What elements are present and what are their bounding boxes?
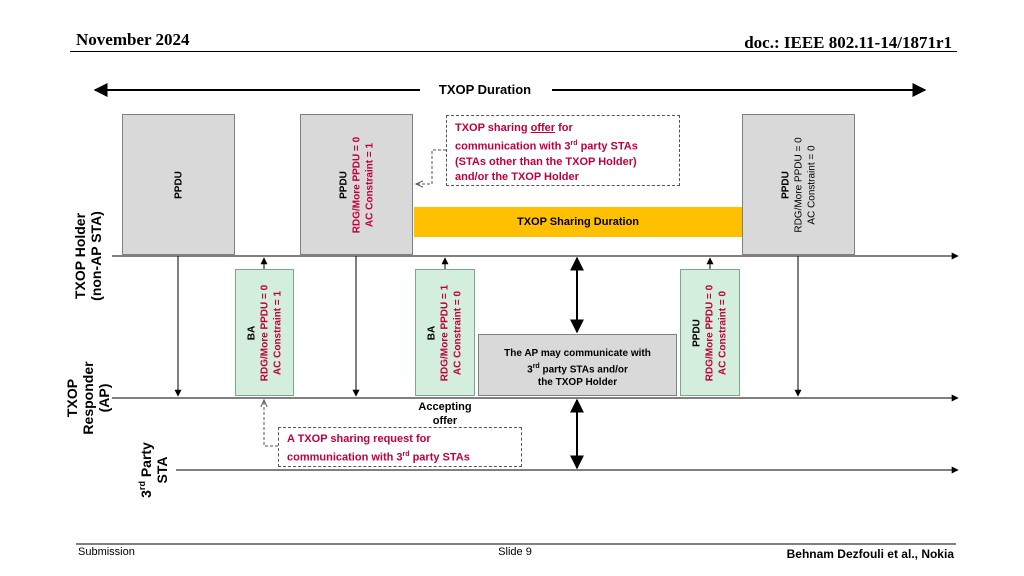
holder-ppdu-frame-2: PPDU RDG/More PPDU = 0 AC Constraint = 1: [300, 114, 413, 255]
responder-ppdu-frame: PPDU RDG/More PPDU = 0 AC Constraint = 0: [680, 269, 740, 396]
txop-sharing-duration-bar: TXOP Sharing Duration: [414, 207, 742, 237]
header-rule: [70, 51, 957, 52]
footer-submission: Submission: [78, 546, 135, 558]
txop-sharing-request-note: A TXOP sharing request for communication…: [278, 427, 522, 467]
txop-sharing-offer-note: TXOP sharing offer for communication wit…: [446, 115, 680, 186]
ap-communication-box: The AP may communicate with 3rd party ST…: [478, 334, 677, 396]
accepting-offer-label: Accepting offer: [418, 401, 472, 427]
footer-authors: Behnam Dezfouli et al., Nokia: [786, 547, 954, 561]
txop-sharing-duration-label: TXOP Sharing Duration: [516, 216, 640, 228]
offer-note-connector: [416, 149, 446, 184]
header-date: November 2024: [76, 30, 190, 49]
holder-ppdu-frame-3: PPDU RDG/More PPDU = 0 AC Constraint = 0: [742, 114, 855, 255]
txop-duration-label: TXOP Duration: [438, 82, 532, 97]
request-note-connector: [264, 400, 278, 447]
responder-ba-frame-1: BA RDG/More PPDU = 0 AC Constraint = 1: [235, 269, 294, 396]
footer-slide-number: Slide 9: [498, 546, 532, 558]
holder-ppdu-frame-1: PPDU: [122, 114, 235, 255]
responder-ba-frame-2: BA RDG/More PPDU = 1 AC Constraint = 0: [415, 269, 475, 396]
header-doc-id: doc.: IEEE 802.11-14/1871r1: [744, 33, 952, 52]
